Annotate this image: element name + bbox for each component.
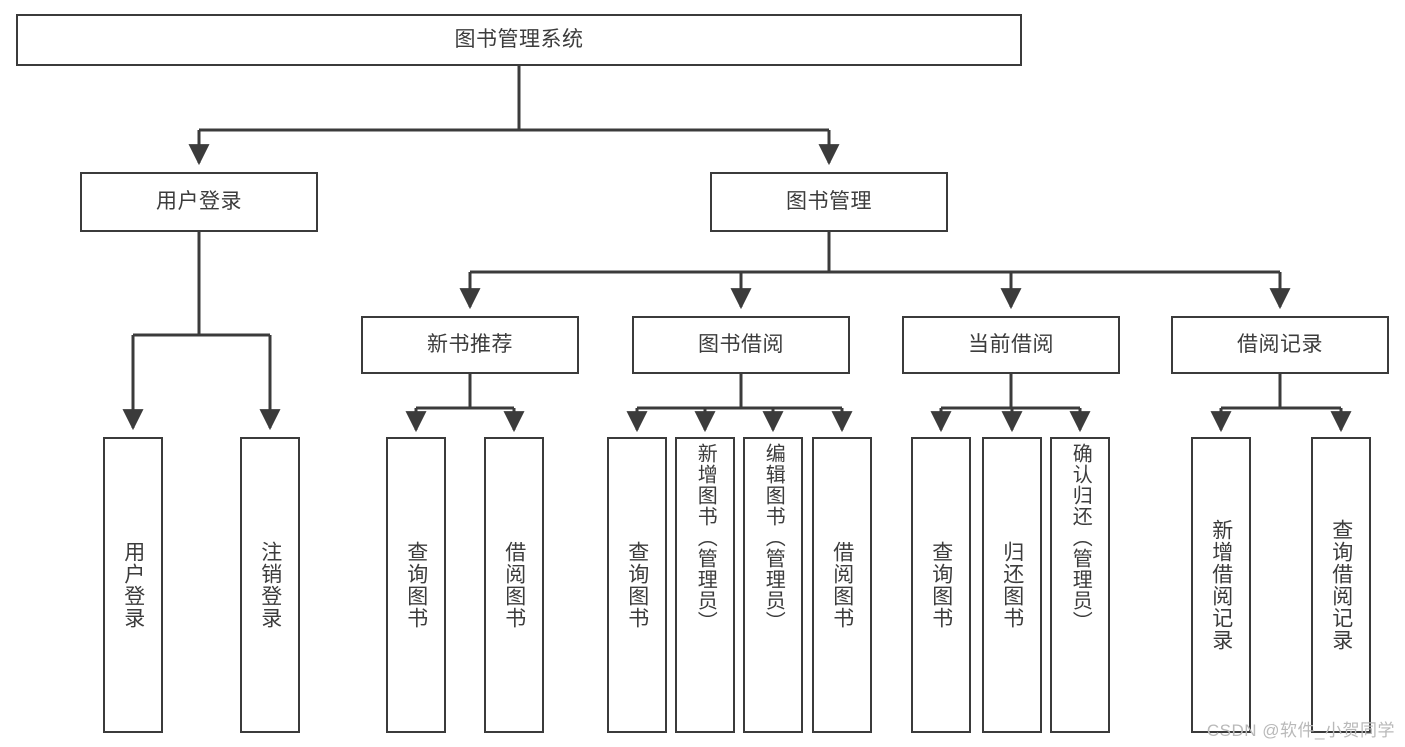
node-leaf-query-book-2-label: 查询图书: [625, 541, 649, 629]
watermark: CSDN @软件_小贺同学: [1206, 721, 1395, 740]
node-leaf-return-book[interactable]: 归还图书: [982, 437, 1042, 733]
node-current-borrow[interactable]: 当前借阅: [902, 316, 1120, 374]
node-user-login-label: 用户登录: [156, 190, 242, 214]
node-leaf-query-book-1[interactable]: 查询图书: [386, 437, 446, 733]
node-leaf-borrow-book-1-label: 借阅图书: [502, 541, 526, 629]
node-leaf-query-book-3-label: 查询图书: [929, 541, 953, 629]
node-leaf-query-book-2[interactable]: 查询图书: [607, 437, 667, 733]
node-current-borrow-label: 当前借阅: [968, 333, 1054, 357]
node-leaf-query-book-3[interactable]: 查询图书: [911, 437, 971, 733]
node-leaf-query-record-label: 查询借阅记录: [1329, 519, 1353, 651]
node-new-book-recommend-label: 新书推荐: [427, 333, 513, 357]
node-leaf-user-login-label: 用户登录: [121, 541, 145, 629]
node-leaf-add-record[interactable]: 新增借阅记录: [1191, 437, 1251, 733]
node-leaf-user-login[interactable]: 用户登录: [103, 437, 163, 733]
node-leaf-edit-book-label: 编辑图书（管理员）: [762, 443, 785, 632]
node-borrow-record[interactable]: 借阅记录: [1171, 316, 1389, 374]
node-book-borrow[interactable]: 图书借阅: [632, 316, 850, 374]
node-leaf-return-book-label: 归还图书: [1000, 541, 1024, 629]
node-leaf-borrow-book-2[interactable]: 借阅图书: [812, 437, 872, 733]
node-leaf-query-record[interactable]: 查询借阅记录: [1311, 437, 1371, 733]
node-leaf-borrow-book-1[interactable]: 借阅图书: [484, 437, 544, 733]
node-leaf-query-book-1-label: 查询图书: [404, 541, 428, 629]
node-leaf-add-book-label: 新增图书（管理员）: [694, 443, 717, 632]
node-book-manage[interactable]: 图书管理: [710, 172, 948, 232]
node-leaf-add-record-label: 新增借阅记录: [1209, 519, 1233, 651]
node-leaf-add-book[interactable]: 新增图书（管理员）: [675, 437, 735, 733]
node-new-book-recommend[interactable]: 新书推荐: [361, 316, 579, 374]
node-user-login[interactable]: 用户登录: [80, 172, 318, 232]
node-leaf-logout[interactable]: 注销登录: [240, 437, 300, 733]
node-leaf-confirm-return-label: 确认归还（管理员）: [1069, 443, 1092, 632]
node-leaf-edit-book[interactable]: 编辑图书（管理员）: [743, 437, 803, 733]
node-leaf-logout-label: 注销登录: [258, 541, 282, 629]
node-book-manage-label: 图书管理: [786, 190, 872, 214]
node-book-borrow-label: 图书借阅: [698, 333, 784, 357]
node-leaf-confirm-return[interactable]: 确认归还（管理员）: [1050, 437, 1110, 733]
node-borrow-record-label: 借阅记录: [1237, 333, 1323, 357]
node-root-label: 图书管理系统: [454, 28, 584, 52]
node-leaf-borrow-book-2-label: 借阅图书: [830, 541, 854, 629]
node-root[interactable]: 图书管理系统: [16, 14, 1022, 66]
